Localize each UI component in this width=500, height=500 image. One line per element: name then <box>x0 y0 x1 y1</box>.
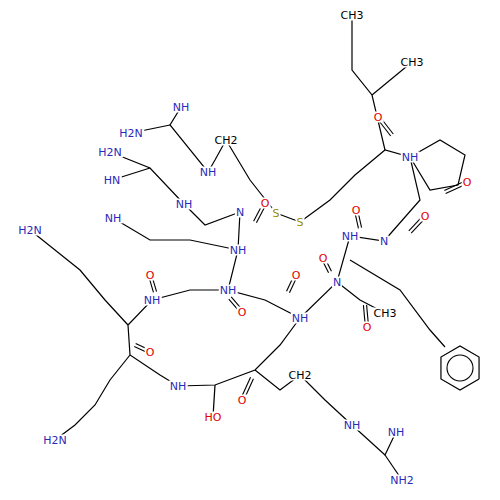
bond-line <box>350 260 445 347</box>
atom-label: CH2 <box>288 370 313 381</box>
atom-label: O <box>362 322 373 333</box>
atom-label: NH <box>291 313 310 324</box>
atom-label: H2N <box>17 225 43 236</box>
atom-label: H2N <box>118 128 144 139</box>
bond-line <box>410 140 465 190</box>
atom-label: NH <box>387 427 406 438</box>
atom-label: CH3 <box>373 308 398 319</box>
atom-label: N <box>332 277 342 288</box>
atom-label: CH3 <box>340 10 365 21</box>
atom-label: NH <box>343 420 362 431</box>
atom-label: NH <box>229 245 248 256</box>
atom-label: NH <box>104 213 123 224</box>
atom-label: O <box>462 177 473 188</box>
atom-label: NH <box>341 231 360 242</box>
atom-label: O <box>237 307 248 318</box>
atom-label: NH2 <box>389 475 415 486</box>
atom-label: O <box>145 270 156 281</box>
atom-label: O <box>373 112 384 123</box>
atom-label: NH <box>175 199 194 210</box>
atom-label: H2N <box>97 147 123 158</box>
atom-label: NH <box>143 295 162 306</box>
bond-line <box>30 230 128 325</box>
atom-label: NH <box>169 381 188 392</box>
atom-label: O <box>420 211 431 222</box>
bond-line <box>255 370 396 455</box>
atom-label: CH2 <box>214 135 239 146</box>
atom-label: O <box>351 205 362 216</box>
bond-line <box>226 140 276 213</box>
atom-label: O <box>237 395 248 406</box>
benzene-ring <box>441 346 479 390</box>
atom-label: NH <box>401 152 420 163</box>
atom-label: O <box>318 253 329 264</box>
atom-label: NH <box>199 167 218 178</box>
atom-label: O <box>260 198 271 209</box>
atom-label: S <box>272 208 281 219</box>
bond-line <box>128 290 300 386</box>
bond-line <box>113 218 238 250</box>
atom-label: NH <box>172 102 191 113</box>
atom-label: N <box>379 236 389 247</box>
atom-label: O <box>145 347 156 358</box>
aromatic-circle <box>447 355 473 381</box>
atom-label: H2N <box>42 435 68 446</box>
atom-label: NH <box>219 285 238 296</box>
bond-line <box>228 150 420 318</box>
bond-line <box>352 15 385 150</box>
atom-label: CH3 <box>400 57 425 68</box>
atom-label: HN <box>103 175 122 186</box>
atom-label: O <box>291 270 302 281</box>
atom-label: S <box>296 217 305 228</box>
atom-label: HO <box>204 412 223 423</box>
bond-line <box>55 355 130 440</box>
atom-label: N <box>235 207 245 218</box>
